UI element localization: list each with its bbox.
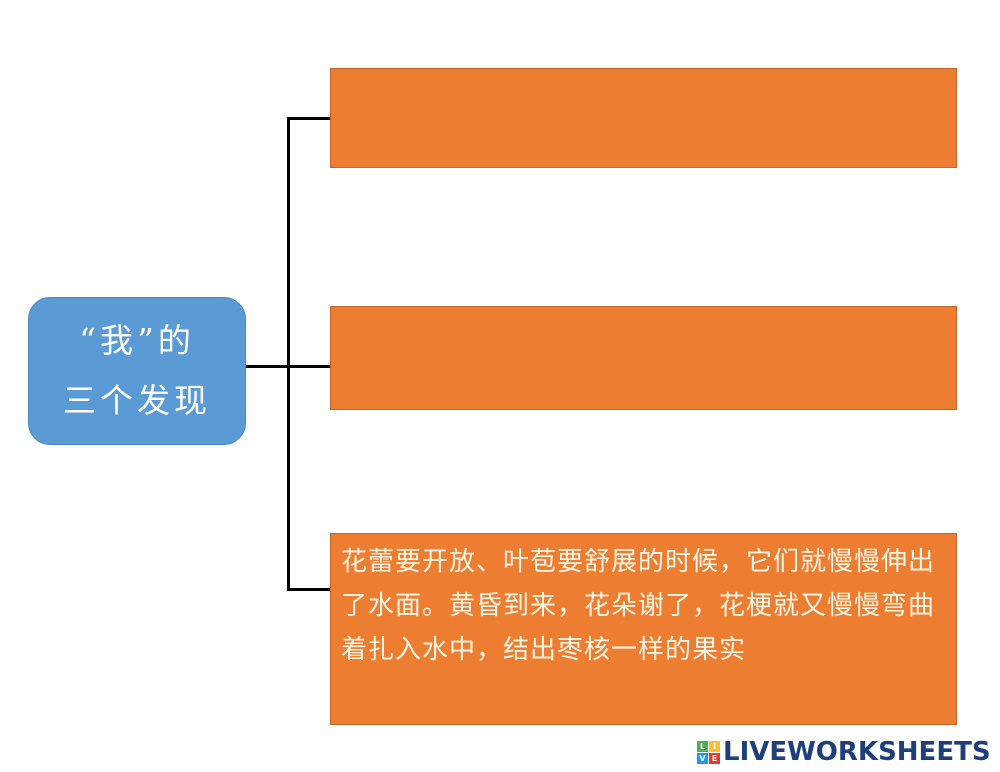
root-node-line1: “我”的 [79,321,195,360]
connector-branch-1 [287,117,330,120]
connector-branch-3 [287,588,330,591]
logo-letter-v: V [697,752,708,764]
logo-letter-i: I [709,740,720,752]
branch-box-3: 花蕾要开放、叶苞要舒展的时候，它们就慢慢伸出了水面。黄昏到来，花朵谢了，花梗就又… [330,533,957,725]
liveworksheets-brand: L I V E LIVEWORKSHEETS [697,737,991,767]
liveworksheets-logo-icon: L I V E [697,740,720,764]
connector-branch-2 [287,365,330,368]
root-node-line2: 三个发现 [63,381,211,420]
logo-letter-e: E [709,752,720,764]
connector-root [246,365,290,368]
connector-trunk [287,117,290,591]
branch-text-1 [331,69,956,75]
branch-text-2 [331,307,956,313]
brand-name: LIVEWORKSHEETS [723,737,991,767]
root-node: “我”的 三个发现 [28,297,246,445]
branch-box-1[interactable] [330,68,957,168]
branch-box-2[interactable] [330,306,957,410]
logo-letter-l: L [697,740,708,752]
branch-text-3: 花蕾要开放、叶苞要舒展的时候，它们就慢慢伸出了水面。黄昏到来，花朵谢了，花梗就又… [341,547,936,665]
